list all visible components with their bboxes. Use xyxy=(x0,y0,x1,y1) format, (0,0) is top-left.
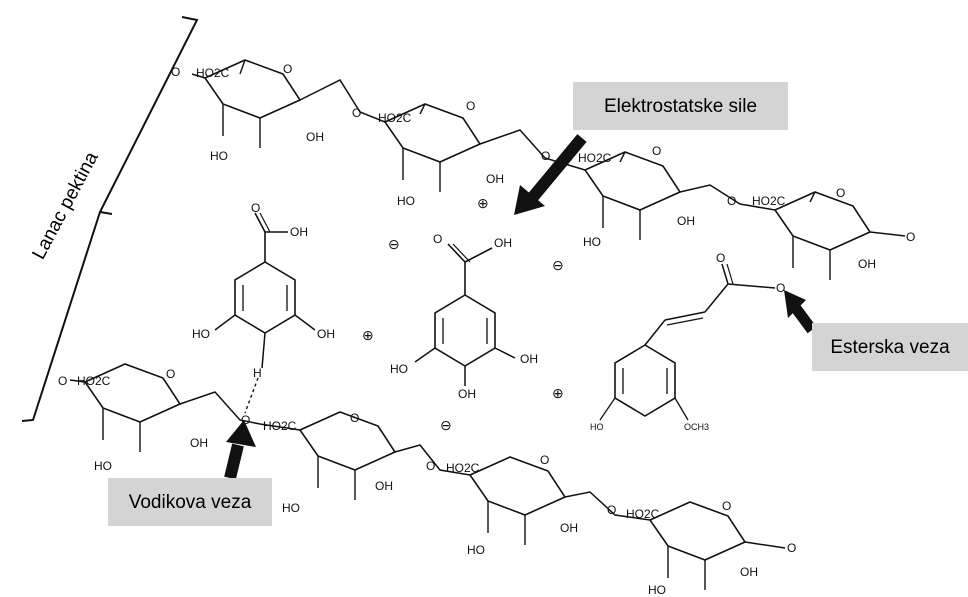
arrow-electrostatic xyxy=(514,134,587,215)
atom-oh-l3: OH xyxy=(560,521,578,535)
atom-ho-l3: HO xyxy=(467,543,485,557)
atom-ho-l1: HO xyxy=(94,459,112,473)
atom-ho-l4: HO xyxy=(648,583,666,597)
atom-o-ferulic: O xyxy=(716,251,725,265)
atom-o-u0: O xyxy=(171,65,180,79)
charge-minus-2: ⊖ xyxy=(552,257,564,273)
atom-oh-l1: OH xyxy=(190,436,208,450)
atom-o-l0: O xyxy=(58,374,67,388)
atom-o-ester: O xyxy=(776,281,785,295)
atom-h-gallic1: H xyxy=(253,366,262,380)
atom-o-link-u3: O xyxy=(727,194,736,208)
gallic-acid-center xyxy=(414,243,516,386)
atom-co2h-l2: HO2C xyxy=(263,419,297,433)
arrow-hydrogen xyxy=(224,420,256,480)
atom-o-ring-l1: O xyxy=(166,367,175,381)
atom-oh-l4: OH xyxy=(740,565,758,579)
atom-co2h-u2: HO2C xyxy=(378,111,412,125)
charge-plus-3: ⊕ xyxy=(552,385,564,401)
charge-minus-1: ⊖ xyxy=(388,236,400,252)
lower-chain-ring-3 xyxy=(469,456,566,546)
label-electrostatic-forces: Elektrostatske sile xyxy=(573,82,788,130)
atom-ho-u3: HO xyxy=(583,235,601,249)
atom-o-link-l2: O xyxy=(426,459,435,473)
atom-oh-l2: OH xyxy=(375,479,393,493)
arrow-ester xyxy=(784,290,817,334)
atom-oh-u1: OH xyxy=(306,130,324,144)
charge-minus-3: ⊖ xyxy=(440,417,452,433)
atom-o-ring-u1: O xyxy=(283,62,292,76)
atom-oh-gallic2: OH xyxy=(520,352,538,366)
atom-co2h-u1: HO2C xyxy=(196,66,230,80)
atom-oh-gallic1-acid: OH xyxy=(290,225,308,239)
atom-oh-u3: OH xyxy=(677,214,695,228)
upper-chain-ring-3 xyxy=(584,151,681,241)
atom-o-hbond: O xyxy=(241,413,250,427)
pectin-chain-bracket xyxy=(21,16,199,422)
gallic-acid-left xyxy=(214,212,316,414)
charge-plus-1: ⊕ xyxy=(477,195,489,211)
atom-o-link-u2: O xyxy=(541,149,550,163)
atom-oh-u4: OH xyxy=(858,257,876,271)
atom-o-end-l4: O xyxy=(787,541,796,555)
upper-chain-ring-4 xyxy=(774,191,871,281)
atom-o-ring-l2: O xyxy=(350,411,359,425)
atom-ho-gallic2: HO xyxy=(390,362,408,376)
atom-oh-gallic2-bottom: OH xyxy=(458,387,476,401)
atom-o-ring-u2: O xyxy=(466,99,475,113)
atom-ho-u1: HO xyxy=(210,149,228,163)
ferulic-acid xyxy=(599,263,776,421)
atom-o-end-u4: O xyxy=(906,230,915,244)
label-hydrogen-bond: Vodikova veza xyxy=(108,478,272,526)
atom-ho-ferulic: HO xyxy=(590,422,604,432)
lower-chain-ring-4 xyxy=(649,501,746,591)
atom-ho-u2: HO xyxy=(397,194,415,208)
atom-o-ring-u3: O xyxy=(652,144,661,158)
charge-plus-2: ⊕ xyxy=(362,327,374,343)
atom-ho-gallic1: HO xyxy=(192,327,210,341)
atom-oh-gallic1: OH xyxy=(317,327,335,341)
atom-o-gallic2: O xyxy=(433,232,442,246)
atom-o-link-u1: O xyxy=(352,106,361,120)
atom-co2h-u3: HO2C xyxy=(578,151,612,165)
atom-ho-l2: HO xyxy=(282,501,300,515)
atom-o-ring-u4: O xyxy=(836,186,845,200)
atom-o-link-l3: O xyxy=(607,503,616,517)
atom-och3-ferulic: OCH3 xyxy=(684,422,709,432)
atom-co2h-u4: HO2C xyxy=(752,194,786,208)
atom-o-gallic1: O xyxy=(251,201,260,215)
atom-co2h-l1: HO2C xyxy=(77,374,111,388)
atom-co2h-l3: HO2C xyxy=(446,461,480,475)
atom-co2h-l4: HO2C xyxy=(626,507,660,521)
atom-oh-u2: OH xyxy=(486,172,504,186)
label-ester-bond: Esterska veza xyxy=(812,323,968,371)
atom-o-ring-l4: O xyxy=(722,499,731,513)
atom-o-ring-l3: O xyxy=(540,453,549,467)
atom-oh-gallic2-acid: OH xyxy=(494,236,512,250)
